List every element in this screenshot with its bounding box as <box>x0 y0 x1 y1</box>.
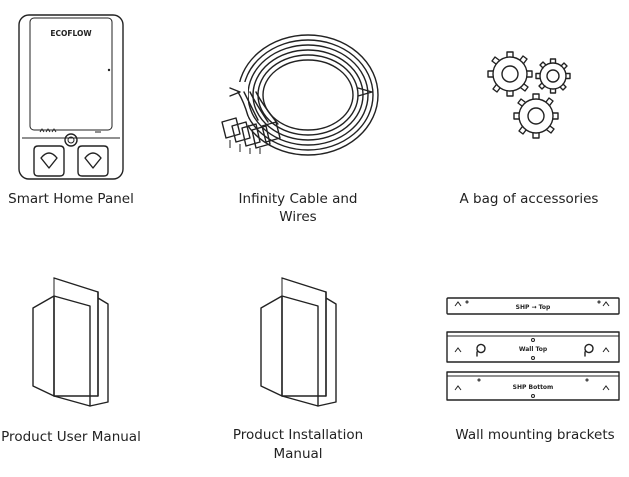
cable-coil-icon <box>218 34 379 172</box>
smart-home-panel-icon: ECOFLOW <box>18 14 124 180</box>
bracket-top-label: SHP → Top <box>516 304 551 311</box>
brackets-caption: Wall mounting brackets <box>455 427 615 443</box>
smart-home-panel-caption: Smart Home Panel <box>8 191 134 207</box>
accessories-caption: A bag of accessories <box>459 191 599 207</box>
user-manual-caption: Product User Manual <box>1 429 141 445</box>
wall-brackets-icon: SHP → Top Wall Top SHP Bottom <box>446 297 620 401</box>
booklet-icon <box>260 277 337 407</box>
installation-manual-caption-line-2: Manual <box>273 446 323 462</box>
cable-caption-line-2: Wires <box>279 209 317 225</box>
installation-manual-caption-line-1: Product Installation <box>232 427 364 443</box>
cable-caption-line-1: Infinity Cable and <box>238 191 358 207</box>
gears-icon <box>487 51 571 139</box>
bracket-middle-label: Wall Top <box>519 346 548 353</box>
booklet-icon <box>32 277 109 407</box>
panel-brand-logo: ECOFLOW <box>50 29 92 38</box>
bracket-bottom-label: SHP Bottom <box>513 384 554 391</box>
